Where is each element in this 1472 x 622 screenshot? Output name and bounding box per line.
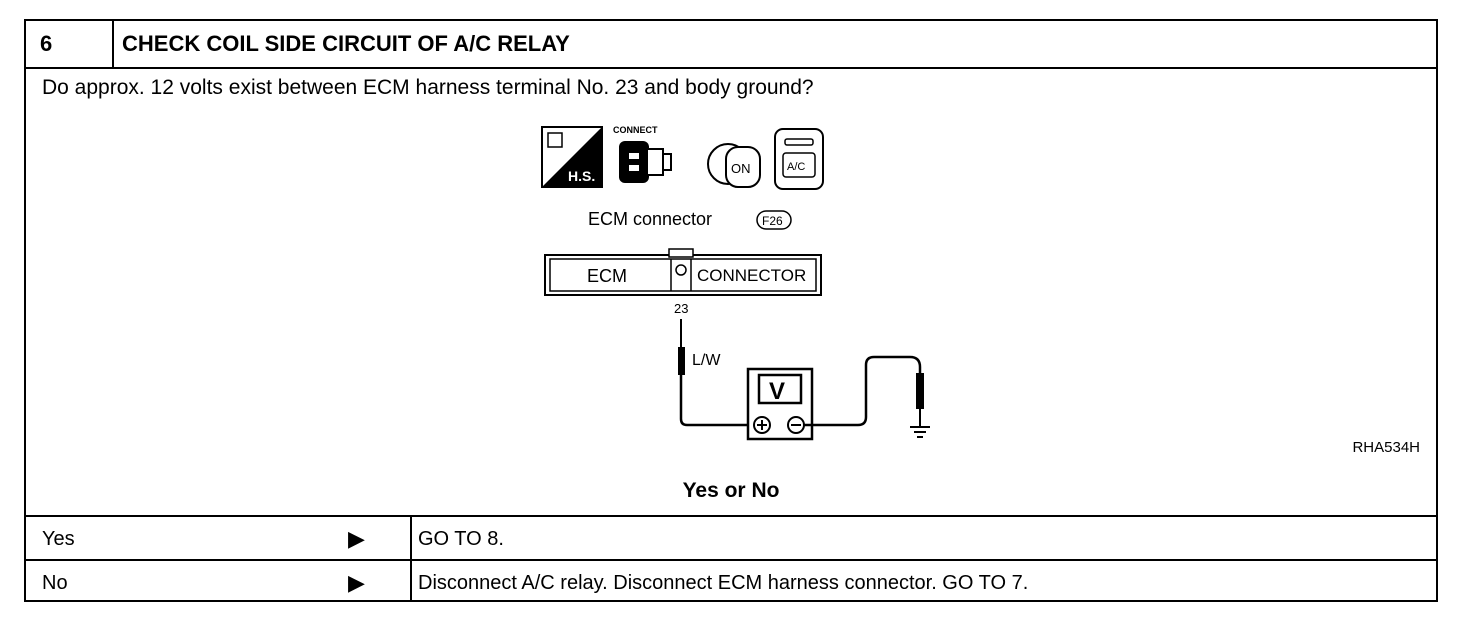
figure-id: RHA534H — [1352, 439, 1420, 456]
ignition-key-on-icon: ON — [707, 143, 761, 188]
circuit-diagram: H.S. CONNECT ON A/C ECM connector F26 — [541, 125, 930, 441]
step-title: CHECK COIL SIDE CIRCUIT OF A/C RELAY — [122, 31, 570, 56]
step-number: 6 — [26, 21, 114, 67]
column-divider — [410, 517, 412, 561]
voltmeter-circuit: L/W V — [678, 319, 930, 441]
connect-label: CONNECT — [613, 125, 658, 135]
ac-switch-icon: A/C — [774, 128, 824, 190]
connector-label: CONNECTOR — [697, 266, 806, 285]
decision-heading: Yes or No — [682, 479, 780, 502]
meter-label: V — [769, 378, 785, 405]
connect-icon: CONNECT — [613, 125, 672, 183]
ecm-label: ECM — [587, 266, 627, 286]
outcome-answer: Yes — [42, 528, 75, 550]
procedure-table: 6 CHECK COIL SIDE CIRCUIT OF A/C RELAY D… — [24, 19, 1438, 602]
wire-color-label: L/W — [692, 352, 721, 369]
ac-label: A/C — [787, 161, 805, 173]
step-header: 6 CHECK COIL SIDE CIRCUIT OF A/C RELAY — [26, 21, 1436, 69]
hs-label: H.S. — [568, 168, 595, 184]
outcome-answer: No — [42, 572, 68, 594]
arrow-icon: ▶ — [348, 526, 365, 551]
ecm-connector: ECM CONNECTOR — [544, 248, 822, 296]
connector-code: F26 — [762, 214, 783, 228]
arrow-icon: ▶ — [348, 570, 365, 595]
step-question: Do approx. 12 volts exist between ECM ha… — [42, 76, 814, 99]
outcome-row-no: No ▶ Disconnect A/C relay. Disconnect EC… — [26, 559, 1436, 602]
column-divider — [410, 561, 412, 602]
outcome-row-yes: Yes ▶ GO TO 8. — [26, 515, 1436, 561]
outcome-action: Disconnect A/C relay. Disconnect ECM har… — [418, 572, 1029, 594]
connector-caption: ECM connector — [588, 209, 712, 229]
outcome-action: GO TO 8. — [418, 528, 504, 550]
key-on-label: ON — [731, 161, 751, 176]
terminal-number: 23 — [674, 301, 688, 316]
hand-service-icon: H.S. — [541, 126, 603, 188]
